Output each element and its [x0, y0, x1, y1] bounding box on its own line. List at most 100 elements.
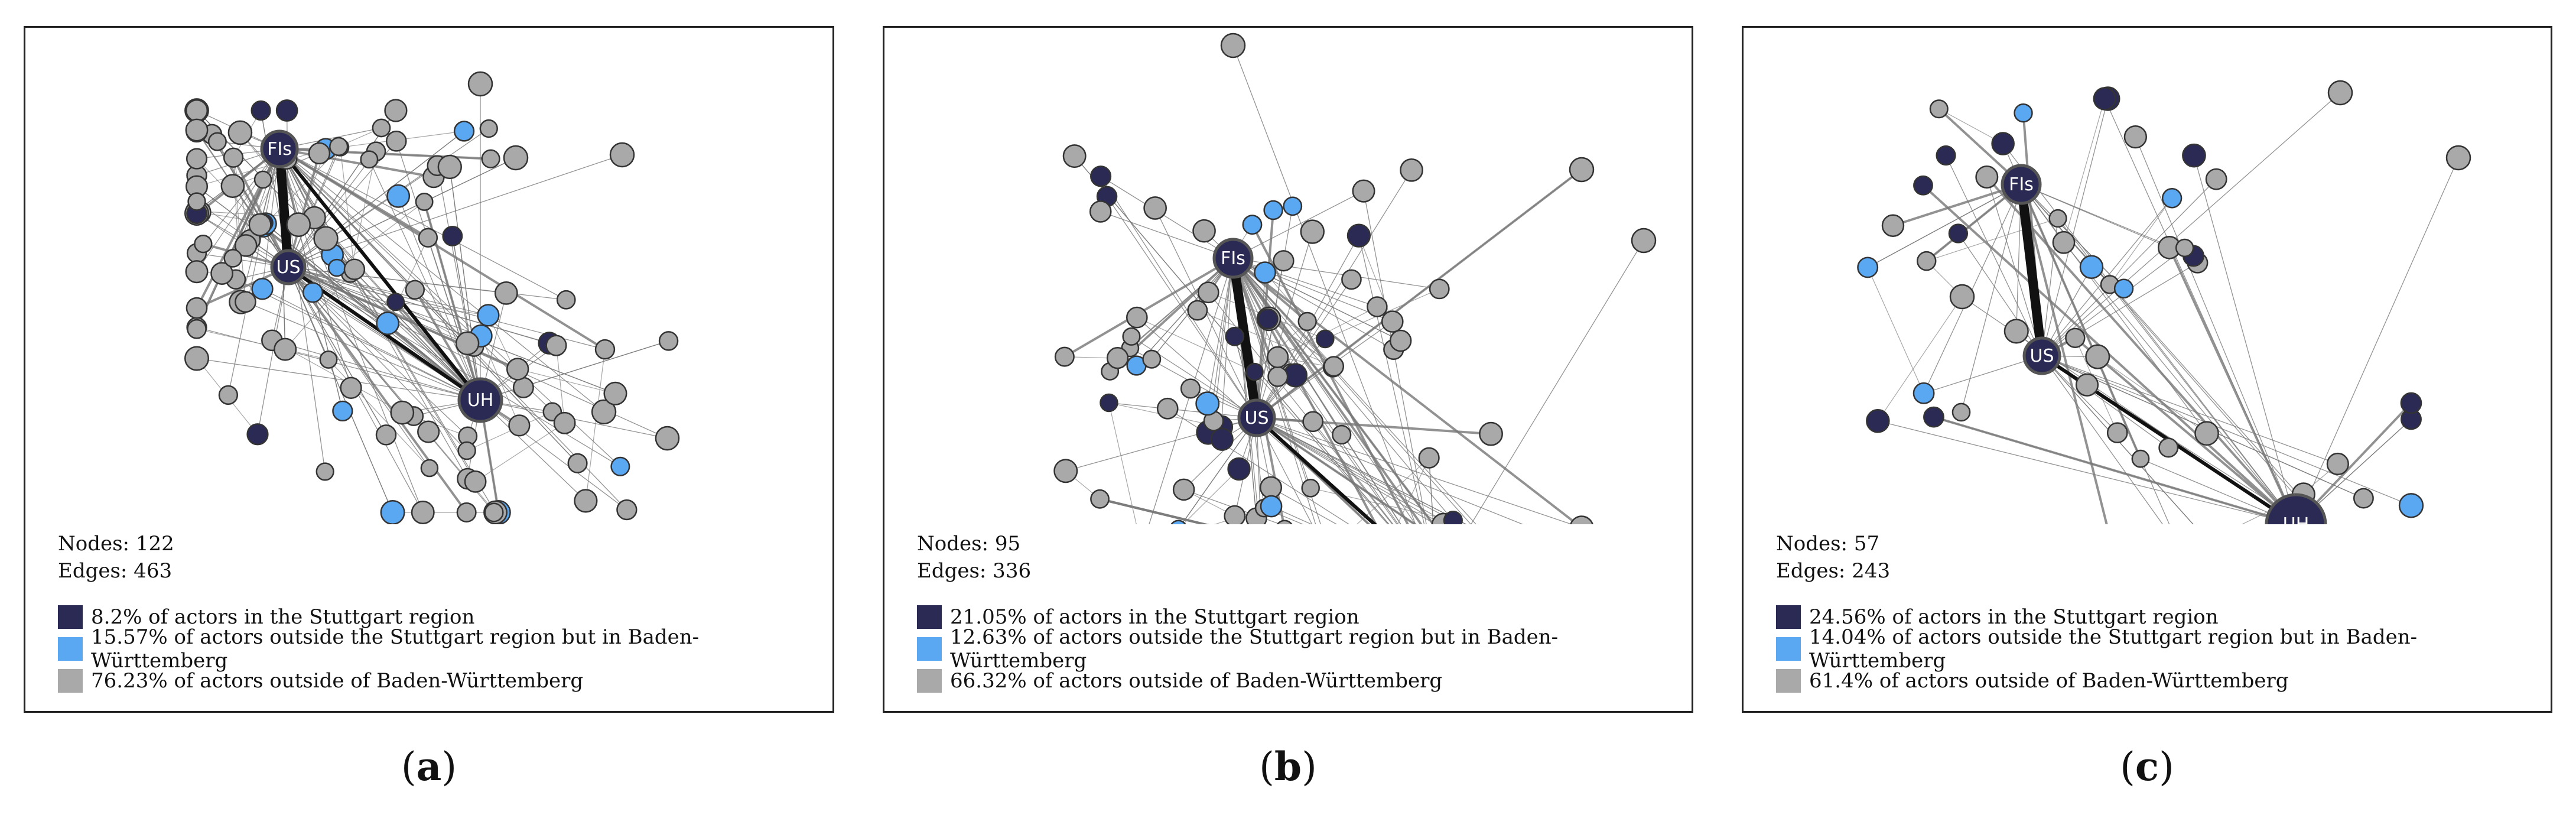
- network-edge: [1100, 498, 1209, 524]
- network-edge: [1923, 355, 2042, 394]
- network-edge: [1986, 176, 2297, 524]
- hub-node: [270, 249, 307, 285]
- network-node: [2113, 278, 2134, 298]
- network-node: [591, 399, 617, 425]
- network-edge: [288, 267, 506, 294]
- network-node: [1300, 219, 1325, 244]
- network-edge: [288, 267, 557, 346]
- network-node: [1172, 478, 1195, 501]
- network-edge: [555, 345, 565, 423]
- network-node: [1346, 223, 1371, 248]
- network-node: [1569, 157, 1595, 183]
- network-edge: [2063, 98, 2105, 243]
- network-edge: [1867, 184, 2022, 268]
- network-edge-strong: [2016, 184, 2047, 356]
- network-edge: [1136, 258, 1234, 366]
- legend-item-outside-c: 61.4% of actors outside of Baden-Württem…: [1776, 665, 2551, 697]
- network-edge: [475, 423, 565, 482]
- network-edge: [279, 148, 434, 178]
- network-node: [2106, 422, 2128, 444]
- network-node: [2205, 168, 2227, 190]
- network-edge: [1232, 258, 1416, 524]
- legend-a: 8.2% of actors in the Stuttgart region 1…: [58, 601, 832, 697]
- network-edge: [2041, 355, 2338, 465]
- legend-label: 66.32% of actors outside of Baden-Württe…: [950, 669, 1443, 693]
- network-edge: [1256, 417, 1467, 524]
- network-node: [1054, 346, 1075, 367]
- network-edge: [1213, 258, 1234, 421]
- network-edge: [2041, 178, 2217, 356]
- network-node: [1479, 421, 1503, 446]
- network-edge: [1397, 457, 1430, 524]
- network-node: [1367, 296, 1388, 317]
- network-node: [253, 170, 272, 189]
- network-node: [2065, 327, 2086, 348]
- network-node: [1570, 515, 1593, 524]
- network-node: [2085, 344, 2110, 369]
- network-node: [594, 339, 616, 360]
- network-edge: [235, 279, 481, 401]
- legend-swatch-bw: [917, 637, 942, 661]
- network-edge: [288, 141, 397, 268]
- network-edge: [2041, 92, 2341, 356]
- legend-item-stuttgart-c: 24.56% of actors in the Stuttgart region: [1776, 601, 2551, 633]
- network-edge: [395, 301, 489, 316]
- network-edge: [437, 165, 481, 401]
- network-node: [274, 337, 297, 361]
- network-edge: [2021, 184, 2207, 434]
- network-node: [2182, 143, 2206, 168]
- network-node: [329, 137, 349, 157]
- legend-label: 12.63% of actors outside the Stuttgart r…: [950, 625, 1559, 673]
- network-edge: [2104, 98, 2297, 524]
- network-node: [494, 281, 518, 305]
- stats-c: Nodes: 57 Edges: 243: [1776, 530, 1890, 585]
- network-node: [1053, 459, 1078, 483]
- network-edge: [262, 288, 481, 401]
- legend-label: 8.2% of actors in the Stuttgart region: [91, 605, 475, 629]
- network-node: [234, 234, 258, 257]
- network-edge: [2109, 197, 2172, 285]
- network-node: [251, 278, 274, 300]
- network-node: [1142, 349, 1162, 369]
- network-node: [2123, 125, 2148, 149]
- network-edge: [1933, 416, 2297, 524]
- network-edge: [1312, 421, 1394, 524]
- legend-item-stuttgart-a: 8.2% of actors in the Stuttgart region: [58, 601, 832, 633]
- network-edge: [279, 148, 578, 464]
- network-edge: [279, 148, 567, 300]
- network-node: [456, 502, 477, 523]
- network-edge: [2041, 355, 2194, 524]
- network-edge: [196, 327, 481, 401]
- network-node: [2326, 452, 2349, 476]
- network-edge: [196, 186, 481, 401]
- legend-label: 21.05% of actors in the Stuttgart region: [950, 605, 1359, 629]
- network-edge: [340, 147, 355, 270]
- network-node: [235, 291, 256, 313]
- network-node: [1418, 447, 1440, 469]
- network-node: [1126, 306, 1148, 329]
- network-node: [1975, 165, 1999, 189]
- network-node: [246, 423, 269, 446]
- stats-a: Nodes: 122 Edges: 463: [58, 530, 174, 585]
- network-node: [302, 282, 324, 303]
- network-edge: [196, 129, 289, 268]
- network-node: [464, 470, 487, 493]
- network-node: [2161, 188, 2183, 209]
- legend-swatch-bw: [58, 637, 83, 661]
- network-node: [360, 150, 379, 169]
- network-edge: [1271, 505, 1313, 524]
- hub-node: [457, 377, 503, 423]
- network-edge: [350, 151, 377, 274]
- network-edge: [1892, 183, 2022, 227]
- network-edge: [466, 411, 553, 452]
- legend-item-outside-a: 76.23% of actors outside of Baden-Württe…: [58, 665, 832, 697]
- network-node: [508, 414, 531, 437]
- network-node: [1302, 411, 1323, 433]
- network-node: [194, 234, 213, 254]
- network-edge: [1100, 176, 1234, 259]
- network-node: [574, 489, 598, 513]
- edge-count-b: Edges: 336: [917, 559, 1032, 583]
- network-node: [415, 193, 434, 211]
- network-node: [1122, 327, 1141, 346]
- network-node: [1341, 269, 1362, 290]
